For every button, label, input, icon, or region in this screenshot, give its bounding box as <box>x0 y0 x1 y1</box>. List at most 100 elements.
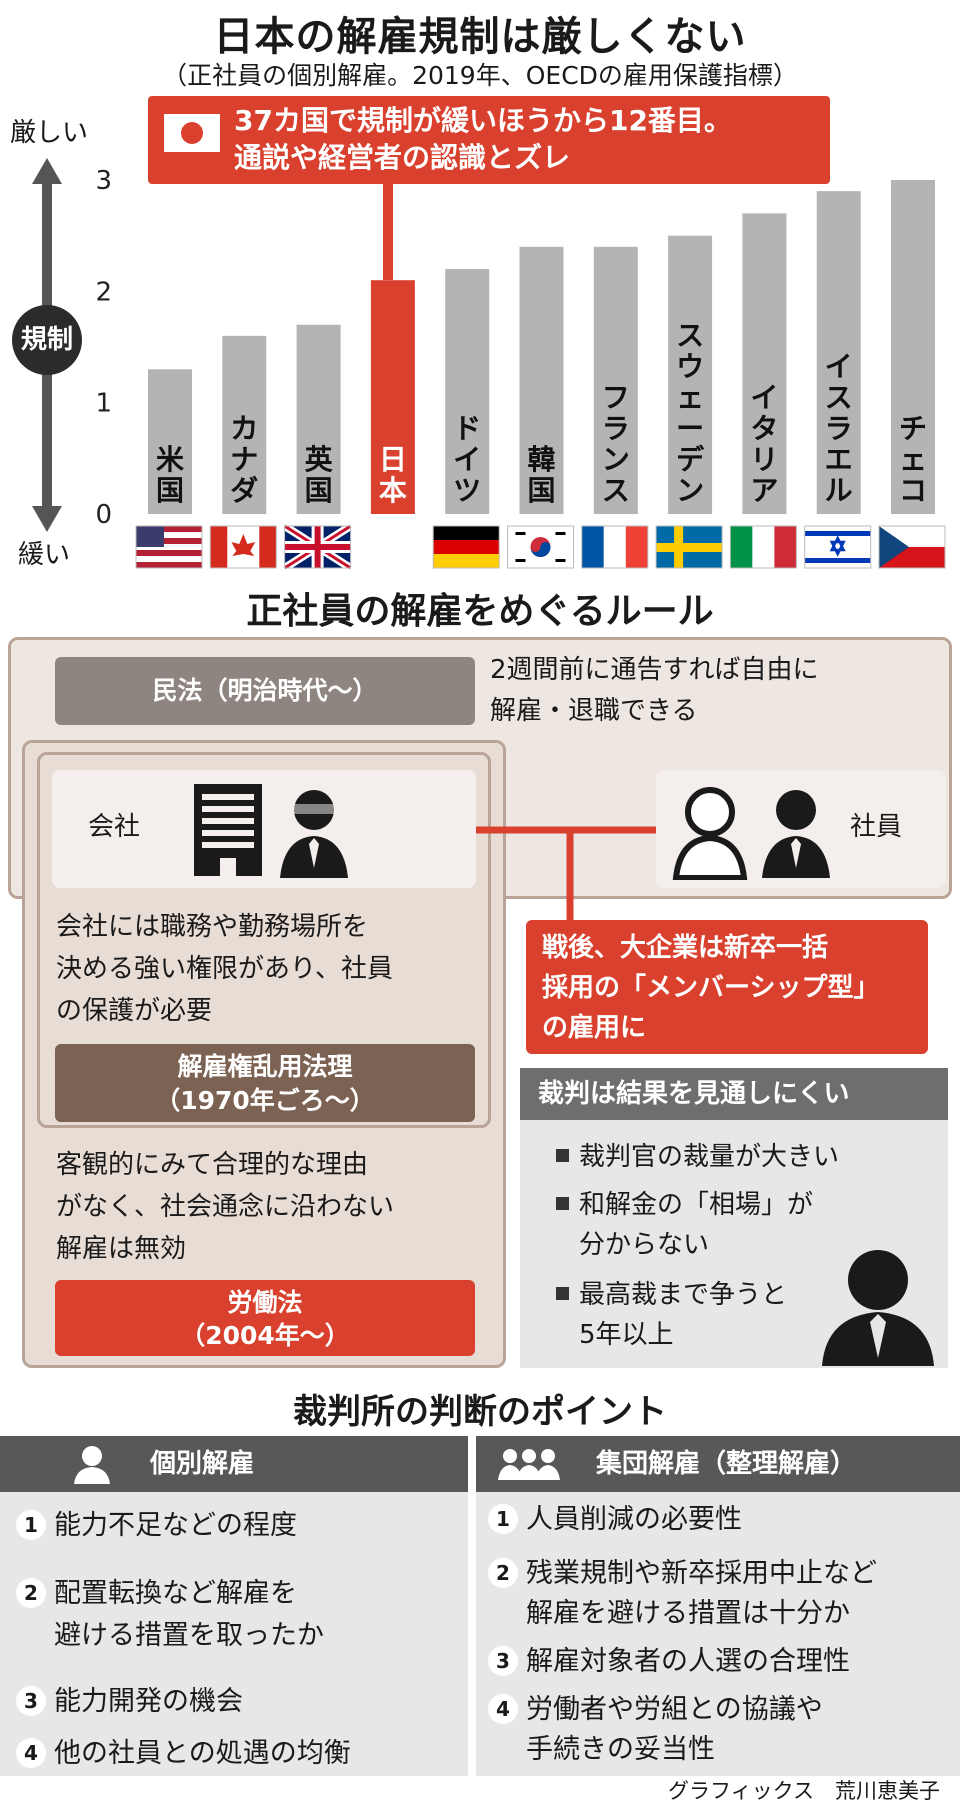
individual-dismissal-heading: 個別解雇 <box>0 1436 468 1492</box>
bar-カナダ <box>222 335 267 514</box>
flag-ca-icon <box>209 525 277 569</box>
abuse-doctrine-label: 解雇権乱用法理 （1970年ごろ〜） <box>55 1044 475 1122</box>
trial-item-2: 和解金の「相場」が <box>556 1186 813 1224</box>
labor-law-label: 労働法 （2004年〜） <box>55 1280 475 1356</box>
collective-item-4-cont: 手続きの妥当性 <box>526 1734 715 1765</box>
flag-se-icon <box>655 525 723 569</box>
company-box: 会社 <box>52 770 476 888</box>
postwar-text-2: 採用の「メンバーシップ型」 <box>542 973 880 1003</box>
bar-label: ドイツ <box>453 412 482 507</box>
bar-フランス <box>593 246 638 515</box>
bar-label: フランス <box>601 381 630 507</box>
bar-label: スウェーデン <box>676 319 705 507</box>
trial-item-3-cont: 5年以上 <box>579 1320 674 1350</box>
axis-top-label: 厳しい <box>10 118 89 148</box>
flag-cz-icon <box>878 525 946 569</box>
y-tick-label: 1 <box>95 389 112 419</box>
bar-英国 <box>296 324 341 514</box>
bar-label: 英国 <box>304 443 333 507</box>
abuse-text-3: 解雇は無効 <box>56 1234 187 1264</box>
callout-line-2: 通説や経営者の認識とズレ <box>234 141 571 174</box>
axis-regulation-label: 規制 <box>12 305 82 375</box>
japan-flag-icon <box>164 114 220 152</box>
company-power-2: 決める強い権限があり、社員 <box>56 954 393 984</box>
person-icon <box>74 1446 110 1484</box>
company-label: 会社 <box>88 812 141 842</box>
abuse-text-1: 客観的にみて合理的な理由 <box>56 1150 369 1180</box>
bar-label: 日本 <box>378 443 407 507</box>
bar-label: イスラエル <box>824 350 853 507</box>
postwar-text-3: の雇用に <box>542 1013 647 1043</box>
y-tick-label: 2 <box>95 277 112 307</box>
group-icon <box>498 1449 560 1480</box>
judge-person-icon <box>822 1250 934 1366</box>
flag-fr-icon <box>581 525 649 569</box>
flag-us-icon <box>135 525 203 569</box>
flag-kr-icon <box>507 525 574 569</box>
building-icon <box>194 784 262 876</box>
labor-law-period: （2004年〜） <box>180 1321 350 1350</box>
postwar-text-1: 戦後、大企業は新卒一括 <box>542 933 829 963</box>
bar-米国 <box>148 369 192 514</box>
abuse-doctrine-period: （1970年ごろ〜） <box>155 1086 375 1115</box>
female-employee-icon <box>672 787 748 880</box>
bar-日本 <box>370 280 415 514</box>
bar-イタリア <box>742 213 787 514</box>
abuse-text-2: がなく、社会通念に沿わない <box>56 1192 395 1222</box>
collective-dismissal-title: 集団解雇（整理解雇） <box>596 1449 857 1479</box>
labor-law-name: 労働法 <box>227 1288 303 1317</box>
individual-item-2-cont: 避ける措置を取ったか <box>54 1620 324 1651</box>
flag-gb-icon <box>282 522 353 572</box>
page-title: 日本の解雇規制は厳しくない <box>213 14 747 60</box>
trial-item-2-cont: 分からない <box>579 1230 710 1260</box>
bar-チェコ <box>891 180 935 514</box>
credit: グラフィックス 荒川恵美子 <box>668 1779 940 1803</box>
company-power-1: 会社には職務や勤務場所を <box>56 912 369 942</box>
y-tick-label: 3 <box>95 166 112 196</box>
bar-label: カナダ <box>230 412 259 507</box>
individual-dismissal-title: 個別解雇 <box>150 1449 255 1479</box>
flags <box>135 522 946 572</box>
collective-dismissal-heading: 集団解雇（整理解雇） <box>476 1436 960 1492</box>
trial-item-3: 最高裁まで争うと <box>556 1276 787 1314</box>
callout-line-1: 37カ国で規制が緩いほうから12番目。 <box>234 104 732 137</box>
bars <box>148 180 935 515</box>
callout-pointer <box>383 184 393 280</box>
employee-box: 社員 <box>656 770 946 888</box>
bar-label: 米国 <box>155 443 184 507</box>
bar-スウェーデン <box>668 235 713 514</box>
postwar-employment-box: 戦後、大企業は新卒一括 採用の「メンバーシップ型」 の雇用に <box>526 920 928 1054</box>
trial-item-1: 裁判官の裁量が大きい <box>556 1138 839 1176</box>
connector <box>476 826 656 928</box>
flag-de-icon <box>432 525 500 569</box>
civil-law-text-1: 2週間前に通告すれば自由に <box>490 655 819 685</box>
collective-item-2-cont: 解雇を避ける措置は十分か <box>526 1598 850 1629</box>
axis-arrow-down <box>32 506 62 532</box>
bar-label: 韓国 <box>527 443 556 507</box>
y-ticks: 0 1 2 3 <box>95 166 112 530</box>
company-power-3: の保護が必要 <box>56 996 213 1026</box>
points-title: 裁判所の判断のポイント <box>293 1392 667 1432</box>
y-tick-label: 0 <box>95 500 112 530</box>
bar-label: イタリア <box>750 381 779 507</box>
rules-title: 正社員の解雇をめぐるルール <box>246 591 714 632</box>
employee-label: 社員 <box>850 812 903 842</box>
japan-callout: 37カ国で規制が緩いほうから12番目。 通説や経営者の認識とズレ <box>148 96 830 184</box>
axis-bottom-label: 緩い <box>18 540 71 570</box>
bar-label: チェコ <box>898 412 927 507</box>
abuse-doctrine-name: 解雇権乱用法理 <box>177 1052 353 1081</box>
axis-arrow-up <box>32 158 62 184</box>
bullet-icon <box>556 1197 569 1210</box>
male-employee-icon <box>762 790 830 878</box>
flag-it-icon <box>729 525 797 569</box>
flag-il-icon <box>804 525 872 569</box>
bar-ドイツ <box>445 269 490 514</box>
